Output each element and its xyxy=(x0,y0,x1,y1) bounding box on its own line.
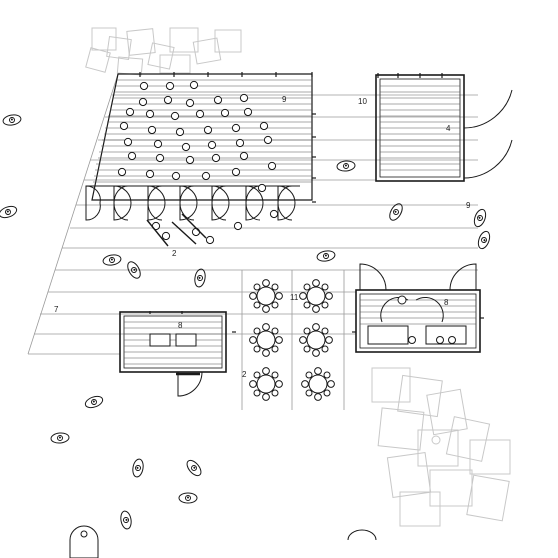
booth-top-right xyxy=(375,74,513,182)
table-1 xyxy=(249,279,283,313)
label-7: 11 xyxy=(290,293,299,302)
bleacher-deck xyxy=(85,73,313,221)
label-8: 8 xyxy=(178,321,183,330)
drawing-labels: 9 10 4 9 2 7 11 8 8 2 xyxy=(54,95,471,379)
audience xyxy=(117,80,279,245)
label-5: 2 xyxy=(172,249,177,258)
guide-marks xyxy=(146,213,207,247)
table-4 xyxy=(299,323,333,357)
kiosk-left xyxy=(119,311,227,397)
label-6: 7 xyxy=(54,305,59,314)
table-2 xyxy=(299,279,333,313)
partial-figures xyxy=(69,525,377,558)
label-9: 8 xyxy=(444,298,449,307)
label-1: 9 xyxy=(282,95,287,104)
tree-canopy-top xyxy=(85,27,242,76)
label-2: 10 xyxy=(358,97,367,106)
grid-ticks xyxy=(139,72,484,333)
tree-canopy-bottom xyxy=(371,367,511,527)
table-6 xyxy=(301,367,335,401)
table-3 xyxy=(249,323,283,357)
label-10: 2 xyxy=(242,370,247,379)
label-4: 9 xyxy=(466,201,471,210)
label-3: 4 xyxy=(446,124,451,133)
table-5 xyxy=(249,367,283,401)
ground-grid xyxy=(27,73,478,410)
kiosk-right xyxy=(355,263,481,353)
